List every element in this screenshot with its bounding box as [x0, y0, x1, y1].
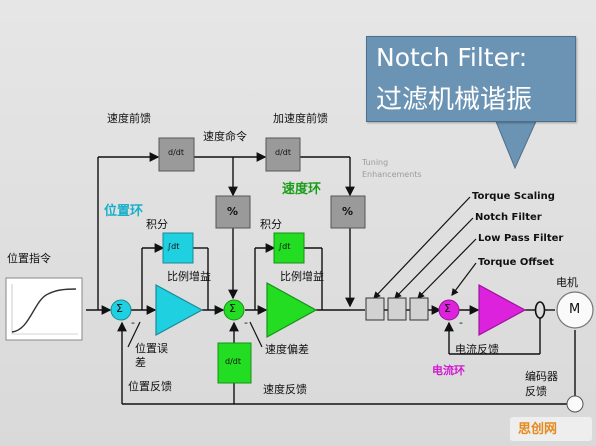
position-command-label: 位置指令 — [7, 252, 51, 265]
torque-scaling-label: Torque Scaling — [472, 191, 555, 202]
position-error-label-2: 差 — [135, 356, 146, 369]
encoder-feedback-label-2: 反馈 — [525, 385, 547, 398]
accel-feedforward-label: 加速度前馈 — [273, 112, 328, 125]
proportional-gain-label-1: 比例增益 — [167, 270, 211, 283]
position-sum-junction — [110, 299, 132, 321]
low-pass-filter-label: Low Pass Filter — [478, 233, 564, 244]
motor-symbol — [556, 291, 594, 329]
velocity-feedback-label: 速度反馈 — [263, 383, 307, 396]
position-feedback-label: 位置反馈 — [128, 380, 172, 393]
percent-symbol-2: % — [342, 205, 354, 218]
current-loop-label: 电流环 — [432, 364, 465, 377]
notch-filter-callout: Notch Filter: 过滤机械谐振 — [366, 36, 576, 122]
feedforward-rail — [97, 152, 355, 310]
encoder-symbol — [566, 395, 584, 413]
watermark-text: 思创网 — [518, 422, 558, 437]
encoder-feedback-label-1: 编码器 — [525, 370, 558, 383]
integral-label-1: 积分 — [146, 218, 168, 231]
coupling-symbol — [534, 301, 546, 319]
velocity-feedforward-label: 速度前馈 — [107, 112, 151, 125]
position-error-label-1: 位置误 — [135, 342, 168, 355]
velocity-loop-label: 速度环 — [282, 182, 322, 197]
sigma-symbol-2: Σ — [229, 302, 236, 315]
velocity-sum-junction — [223, 299, 245, 321]
velocity-error-label: 速度偏差 — [265, 343, 309, 356]
watermark-badge — [510, 417, 592, 441]
minus-sign-2: - — [244, 316, 248, 329]
position-integral-block — [162, 232, 194, 264]
notch-filter-label: Notch Filter — [475, 212, 542, 223]
integral-branches — [141, 243, 323, 310]
torque-offset-label: Torque Offset — [478, 257, 554, 268]
position-command-profile — [5, 277, 83, 341]
velocity-ff-percent-block — [215, 195, 251, 229]
minus-sign-1: - — [131, 316, 135, 329]
velocity-integral-block — [273, 232, 305, 264]
integral-symbol-2: ∫dt — [278, 242, 291, 251]
callout-subtitle: 过滤机械谐振 — [376, 85, 533, 115]
position-loop-label: 位置环 — [104, 204, 144, 219]
motor-letter: M — [569, 302, 581, 317]
velocity-feedback-derivative-block — [217, 342, 252, 384]
callout-title: Notch Filter: — [376, 43, 528, 72]
tuning-label: Tuning — [362, 158, 389, 167]
accel-ff-derivative-block — [265, 137, 301, 172]
velocity-command-label: 速度命令 — [203, 130, 247, 143]
sigma-symbol-3: Σ — [444, 302, 451, 315]
velocity-ff-derivative-block — [158, 137, 195, 172]
low-pass-filter-box — [409, 297, 429, 321]
sigma-symbol-1: Σ — [116, 302, 123, 315]
minus-sign-3: - — [459, 316, 463, 329]
feedback-paths — [117, 318, 576, 405]
velocity-gain-triangle — [266, 281, 318, 339]
accel-ff-percent-block — [330, 195, 366, 229]
current-feedback-label: 电流反馈 — [455, 343, 499, 356]
notch-filter-box — [387, 297, 407, 321]
position-gain-triangle — [155, 283, 204, 337]
derivative-symbol-2: d/dt — [275, 148, 291, 157]
annotation-leaders — [127, 196, 477, 348]
current-gain-triangle — [478, 283, 527, 337]
integral-symbol-1: ∫dt — [167, 242, 180, 251]
derivative-symbol-1: d/dt — [168, 148, 184, 157]
torque-scaling-box — [365, 297, 385, 321]
current-sum-junction — [438, 299, 460, 321]
integral-label-2: 积分 — [260, 218, 282, 231]
callout-pointer — [494, 118, 538, 170]
percent-symbol-1: % — [227, 205, 239, 218]
motor-label: 电机 — [556, 276, 578, 289]
enhancements-label: Enhancements — [362, 170, 422, 179]
derivative-symbol-3: d/dt — [225, 357, 241, 366]
proportional-gain-label-2: 比例增益 — [280, 270, 324, 283]
